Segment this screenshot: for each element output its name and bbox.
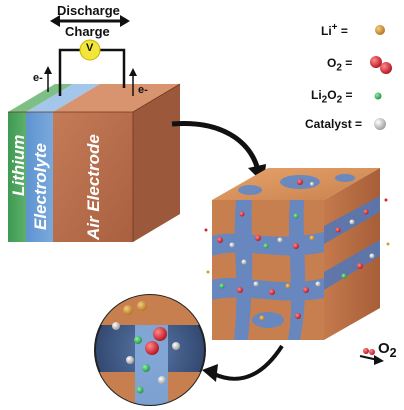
- air-electrode-side-face: [133, 84, 180, 242]
- o2-flow-arrows: [359, 348, 384, 365]
- lithium-front-face: [8, 112, 26, 242]
- air-electrode-label: Air Electrode: [84, 134, 103, 240]
- legend-li-ion-swatch: [375, 25, 385, 35]
- discharge-arrowhead: [120, 15, 130, 27]
- voltmeter-label: V: [86, 42, 94, 54]
- legend-catalyst-swatch: [374, 118, 386, 130]
- zoom-arrow-top: [171, 120, 266, 184]
- legend-li-ion: Li+ =: [321, 22, 348, 38]
- electrolyte-label: Electrolyte: [31, 143, 50, 230]
- circuit-wire-right: [100, 48, 126, 88]
- legend-lithium-peroxide: Li2O2 =: [311, 88, 353, 106]
- o2-molecule: [369, 349, 375, 355]
- electrolyte-channels: [212, 200, 324, 340]
- electron-label-right: e-: [138, 84, 148, 96]
- zoom-inset: [94, 294, 206, 406]
- legend-oxygen: O2 =: [327, 56, 353, 74]
- cube-particles: [204, 179, 390, 321]
- electrolyte-top-face: [26, 84, 100, 112]
- voltmeter: [79, 39, 101, 61]
- discharge-label: Discharge: [57, 3, 120, 18]
- legend-li2o2-swatch: [374, 92, 382, 100]
- external-circuit: [44, 15, 137, 96]
- legend-catalyst: Catalyst =: [305, 117, 363, 131]
- air-electrode-top-face: [53, 84, 180, 112]
- air-electrode-front-face: [53, 112, 133, 242]
- legend-swatches: [370, 25, 392, 130]
- porous-cathode-cube: [204, 168, 390, 340]
- circuit-wire-left: [58, 48, 80, 96]
- charge-arrowhead: [50, 15, 60, 27]
- legend-oxygen-swatch: [370, 56, 382, 68]
- zoom-arrow-bottom: [202, 344, 284, 382]
- electron-label-left: e-: [33, 72, 43, 84]
- lithium-label: Lithium: [9, 134, 28, 196]
- charge-label: Charge: [65, 24, 110, 39]
- electrolyte-front-face: [26, 112, 53, 242]
- battery-block: [8, 83, 181, 242]
- lithium-top-face: [8, 84, 73, 112]
- o2-label: O2: [378, 340, 397, 360]
